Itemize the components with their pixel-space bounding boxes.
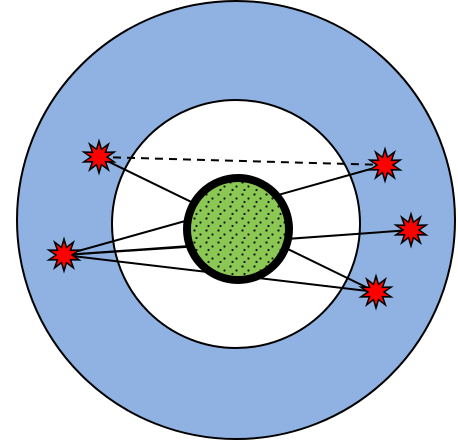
core-circle	[187, 178, 289, 280]
